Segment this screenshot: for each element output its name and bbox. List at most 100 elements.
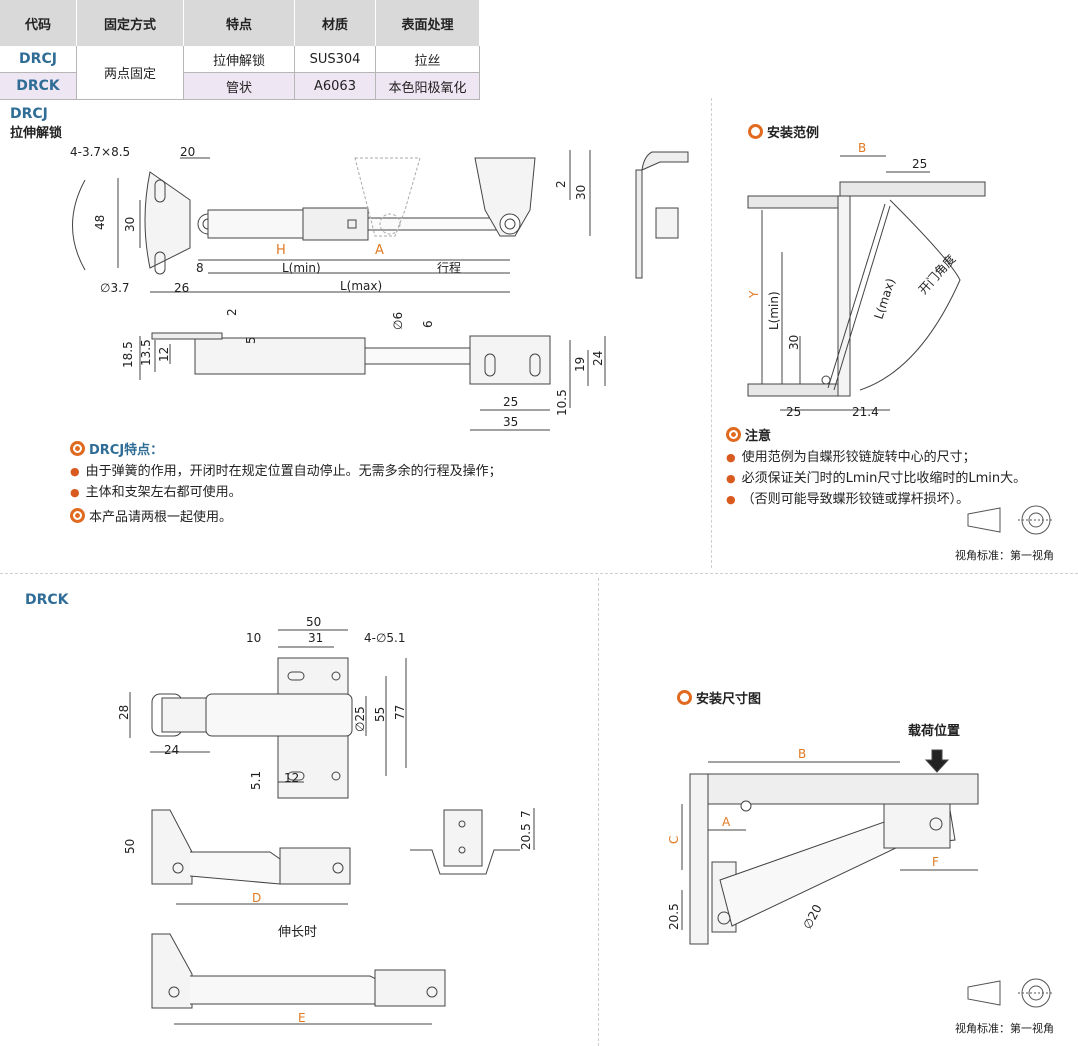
row-material: SUS304: [294, 46, 376, 73]
drck-50: 50: [306, 615, 321, 629]
drck-10: 10: [246, 631, 261, 645]
drcj-note: 本产品请两根一起使用。: [89, 510, 233, 525]
col-material: 材质: [294, 0, 376, 46]
inst-25b: 25: [786, 405, 801, 419]
bullet-icon: ●: [70, 465, 80, 478]
drcj-subtitle: 拉伸解锁: [10, 126, 63, 141]
view-label: 视角标准：第一视角: [955, 1022, 1054, 1035]
drck-D: D: [252, 891, 261, 905]
dim-19: 19: [573, 357, 587, 372]
drcj-drawing: H A 4-3.7×8.5 20 48 30 2 30 8 L(min) 行程 …: [70, 145, 689, 431]
dim-Lmax: L(max): [340, 279, 382, 293]
dim-25: 25: [503, 395, 518, 409]
mount-C: C: [667, 836, 681, 844]
note-item: （否则可能导致蝶形铰链或撑杆损坏）。: [741, 492, 970, 507]
spec-table: 代码 固定方式 特点 材质 表面处理 DRCJ 两点固定 拉伸解锁 SUS304…: [0, 0, 480, 100]
dim-2b: 2: [225, 308, 239, 316]
feature-item: 主体和支架左右都可使用。: [85, 485, 242, 500]
dim-6: 6: [421, 320, 435, 328]
feature-item: 由于弹簧的作用，开闭时在规定位置自动停止。无需多余的行程及操作；: [85, 464, 502, 479]
view-label: 视角标准：第一视角: [955, 549, 1054, 562]
drck-title: DRCK: [25, 592, 69, 608]
install-title: 安装范例: [748, 122, 819, 141]
note-item: 必须保证关门时的Lmin尺寸比收缩时的Lmin大。: [741, 471, 1027, 486]
inst-angle: 开门角度: [915, 251, 958, 297]
row-material: A6063: [294, 72, 376, 100]
table-row: DRCK 管状 A6063 本色阳极氧化: [0, 72, 480, 100]
drck-phi25: ∅25: [353, 706, 367, 732]
notes-title: 注意: [745, 429, 772, 444]
mount-title: 安装尺寸图: [677, 688, 761, 707]
row-feature: 管状: [183, 72, 295, 100]
row-code: DRCJ: [0, 46, 77, 73]
divider: [711, 98, 712, 568]
inst-30: 30: [787, 335, 801, 350]
drck-55: 55: [373, 707, 387, 722]
target-icon: [70, 441, 85, 456]
drck-77: 77: [393, 705, 407, 720]
mount-phi20: ∅20: [800, 902, 824, 931]
dim-phi37: ∅3.7: [100, 281, 130, 295]
note-item: 使用范例为自蝶形铰链旋转中心的尺寸；: [741, 450, 976, 465]
dim-2: 2: [554, 180, 568, 188]
extended-label: 伸长时: [278, 925, 317, 940]
mount-20.5: 20.5: [667, 903, 681, 930]
drck-5.1: 5.1: [249, 771, 263, 790]
mount-drawing: B A C F 20.5 ∅20: [667, 747, 979, 945]
table-row: DRCJ 两点固定 拉伸解锁 SUS304 拉丝: [0, 46, 480, 100]
mount-A: A: [722, 815, 731, 829]
features-title: DRCJ特点：: [89, 443, 164, 458]
divider: [0, 573, 1078, 574]
col-finish: 表面处理: [375, 0, 480, 46]
dim-phi6: ∅6: [391, 312, 405, 330]
dim-30: 30: [123, 217, 137, 232]
row-finish: 拉丝: [375, 46, 480, 73]
projection-symbol: [967, 505, 1054, 535]
drck-7: 7: [519, 810, 533, 818]
dim-Lmin: L(min): [282, 261, 321, 275]
drck-hole: 4-∅5.1: [364, 631, 406, 645]
dim-26: 26: [174, 281, 189, 295]
drck-E: E: [298, 1011, 306, 1025]
col-feature: 特点: [183, 0, 295, 46]
inst-25: 25: [912, 157, 927, 171]
divider: [598, 578, 599, 1046]
target-icon: [70, 508, 85, 523]
dim-hole: 4-3.7×8.5: [70, 145, 130, 159]
col-fix: 固定方式: [76, 0, 184, 46]
dim-18.5: 18.5: [121, 341, 135, 368]
install-drawing: B 25 Y L(min) L(max) 30 25 21.4 开门角度: [747, 141, 986, 419]
install-notes: 注意 ● 使用范例为自蝶形铰链旋转中心的尺寸； ● 必须保证关门时的Lmin尺寸比收…: [726, 426, 1076, 510]
dim-13.5: 13.5: [139, 339, 153, 366]
dim-35: 35: [503, 415, 518, 429]
dim-5: 5: [244, 336, 258, 344]
dim-48: 48: [93, 215, 107, 230]
dim-stroke: 行程: [437, 260, 461, 275]
drcj-title: DRCJ: [10, 106, 48, 122]
projection-symbol: [967, 978, 1054, 1008]
mount-F: F: [932, 855, 939, 869]
bullet-icon: ●: [726, 451, 736, 464]
row-finish: 本色阳极氧化: [375, 72, 480, 100]
dim-30b: 30: [574, 185, 588, 200]
drck-31: 31: [308, 631, 323, 645]
inst-21.4: 21.4: [852, 405, 879, 419]
col-code: 代码: [0, 0, 77, 46]
target-icon: [726, 427, 741, 442]
ring-icon: [748, 124, 763, 139]
bullet-icon: ●: [726, 493, 736, 506]
row-fix: 两点固定: [76, 46, 184, 100]
row-code: DRCK: [0, 72, 77, 100]
dim-8: 8: [196, 261, 204, 275]
bullet-icon: ●: [70, 486, 80, 499]
inst-Y: Y: [747, 290, 761, 299]
dim-H: H: [276, 243, 286, 258]
inst-B: B: [858, 141, 866, 155]
drcj-features: DRCJ特点： ● 由于弹簧的作用，开闭时在规定位置自动停止。无需多余的行程及操作…: [70, 440, 590, 528]
dim-24: 24: [591, 351, 605, 366]
bullet-icon: ●: [726, 472, 736, 485]
drck-12: 12: [284, 771, 299, 785]
drck-50b: 50: [123, 839, 137, 854]
load-label: 载荷位置: [908, 724, 961, 739]
drck-drawing: 50 10 31 4-∅5.1 28 ∅25 55 77 24 5.1 12 5…: [117, 615, 535, 1025]
